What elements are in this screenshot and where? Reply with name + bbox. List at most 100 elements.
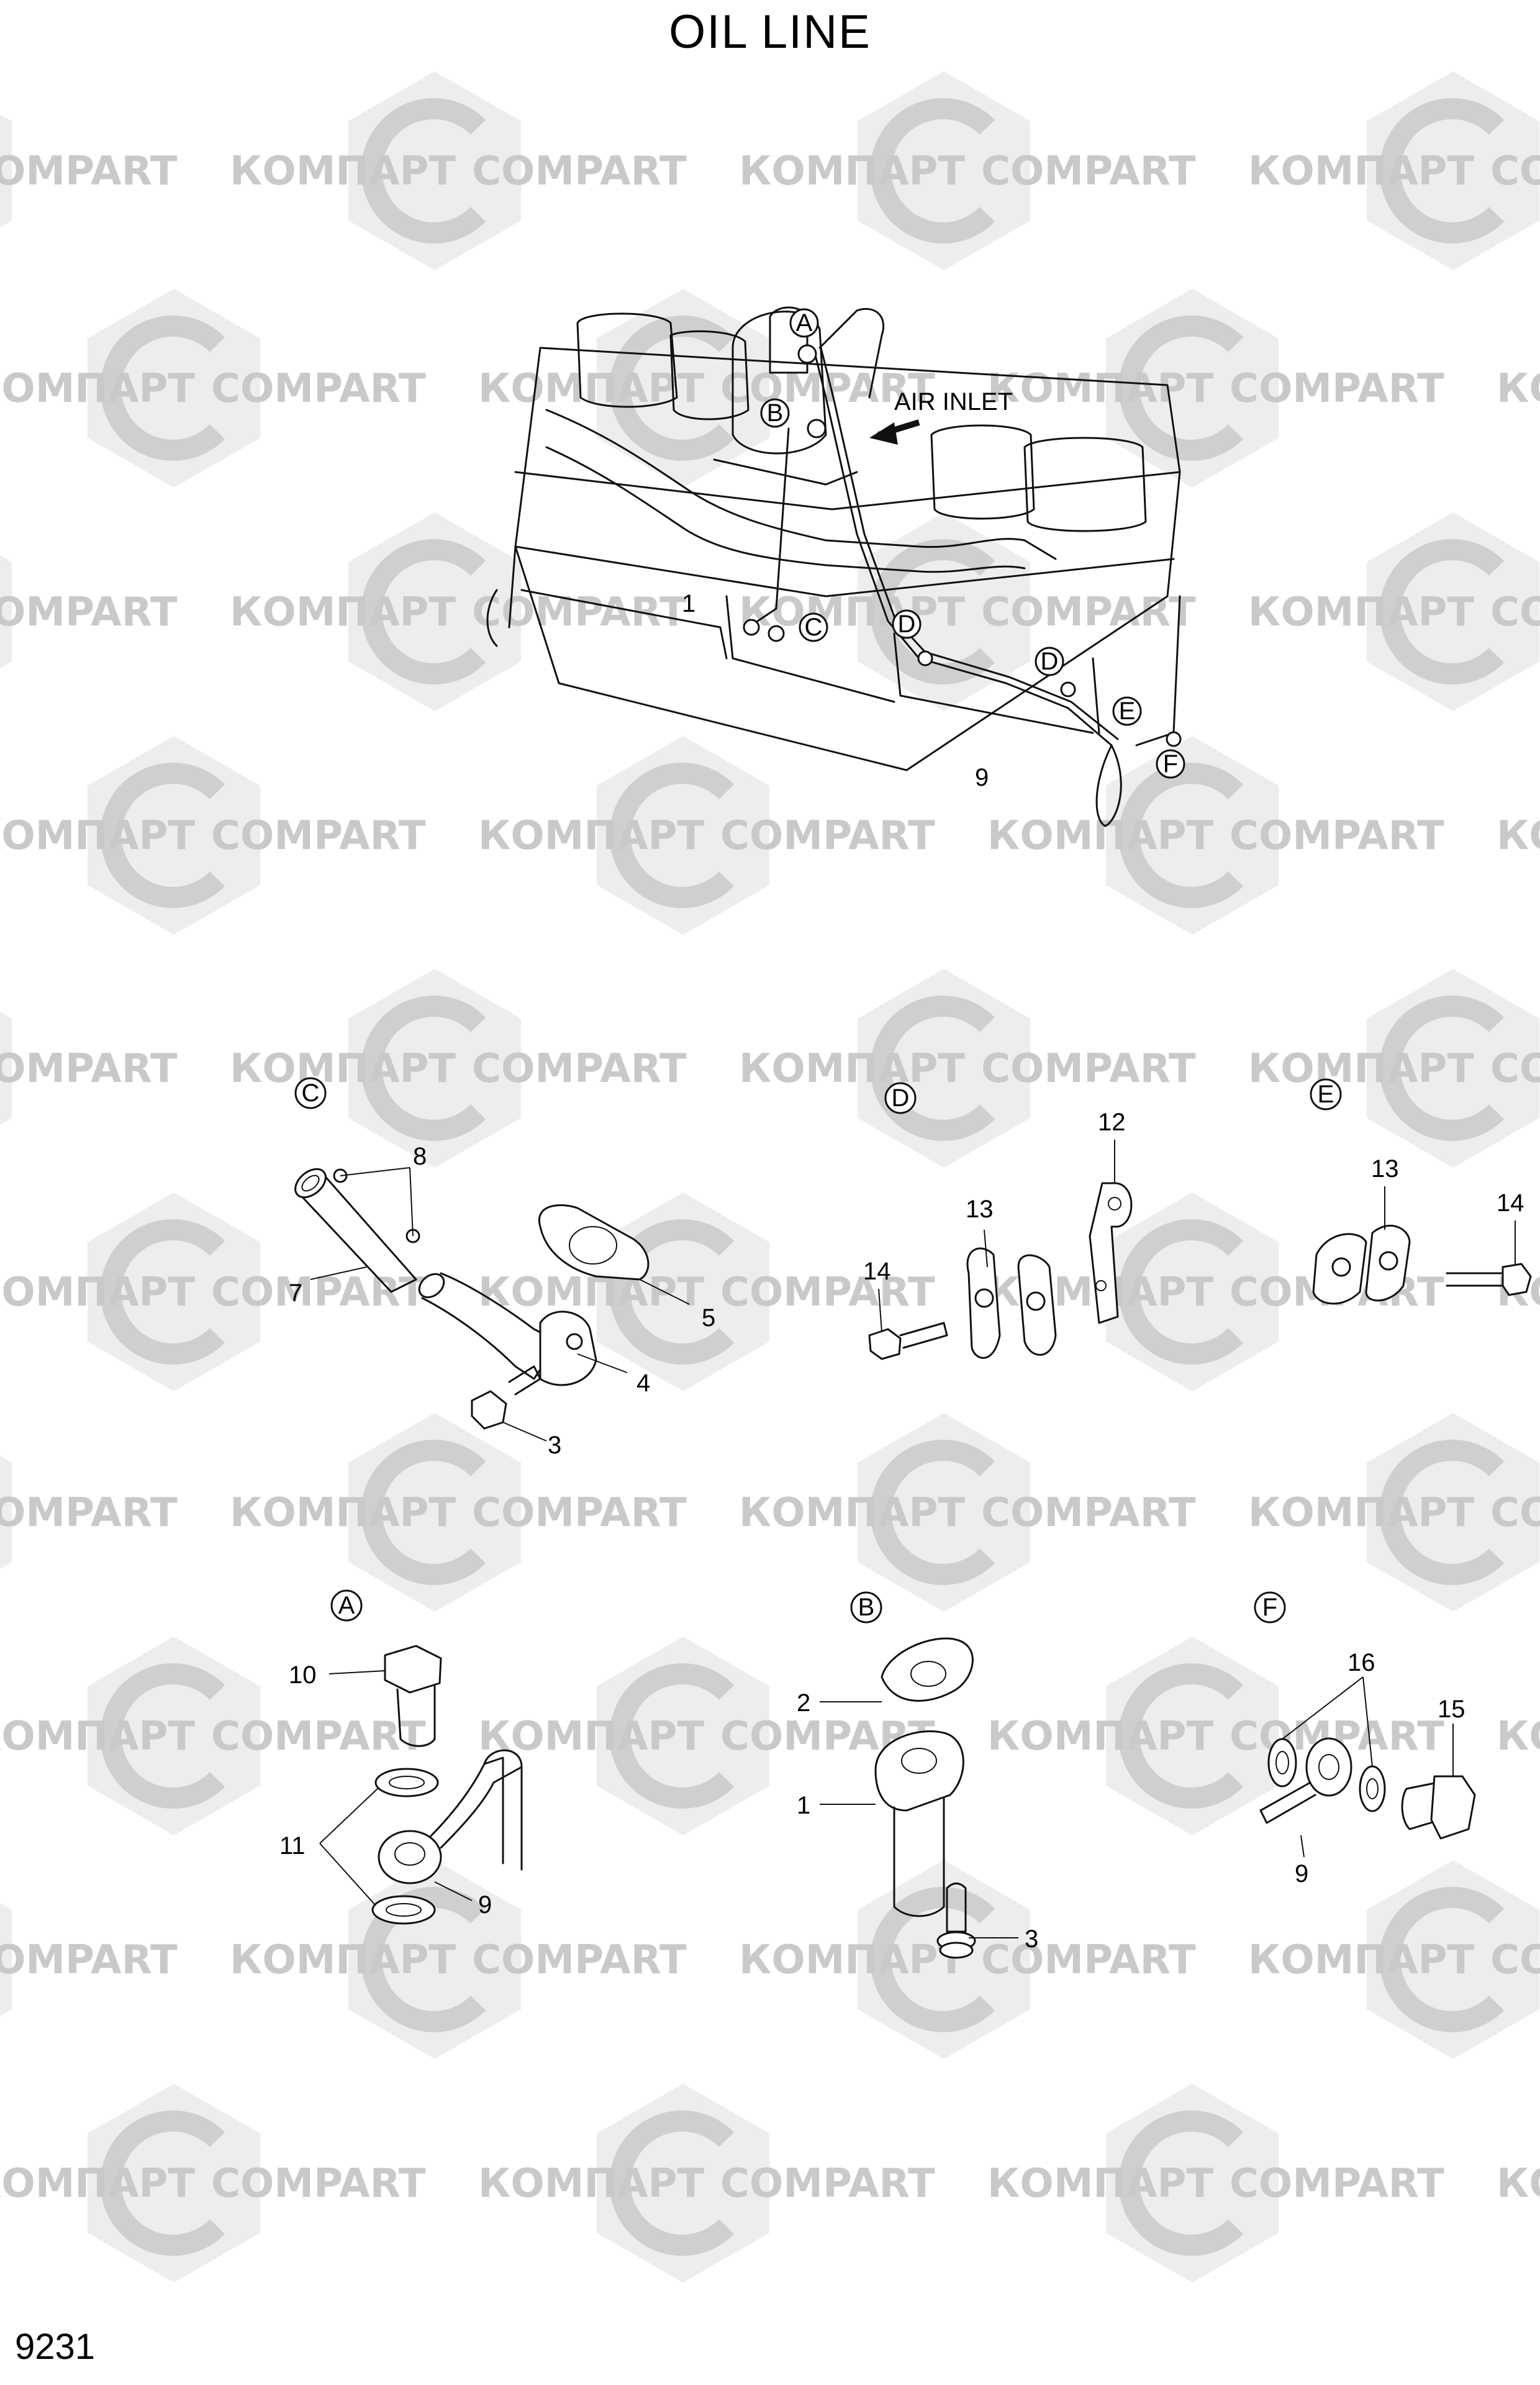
- label-c-8: 8: [413, 1143, 427, 1170]
- watermark-text-cyrillic: КОМПАРТ: [230, 1937, 456, 1983]
- watermark-text-cyrillic: КОМПАРТ: [1248, 1046, 1474, 1092]
- watermark-text-cyrillic: КОМПАРТ: [478, 366, 704, 412]
- label-b-3: 3: [1025, 1925, 1038, 1953]
- watermark-ring: [361, 1440, 486, 1585]
- watermark-text-cyrillic: КОМПАРТ: [739, 1046, 965, 1092]
- watermark-ring: [1379, 1887, 1505, 2032]
- callout-c: C: [805, 614, 823, 641]
- watermark-text-latin: COMPART: [720, 813, 935, 859]
- watermark-text-cyrillic: КОМПАРТ: [1497, 366, 1540, 412]
- watermark-text-latin: COMPART: [1490, 1046, 1540, 1092]
- page-number: 9231: [15, 2327, 96, 2367]
- watermark-text-latin: COMPART: [981, 589, 1196, 635]
- watermark-hexagon: [0, 1902, 12, 2017]
- detail-e: E 13 14: [1310, 1078, 1532, 1305]
- watermark-ring: [1379, 996, 1505, 1141]
- callout-circle-e: [1112, 696, 1142, 726]
- watermark-ring: [609, 316, 735, 461]
- watermark-text-latin: COMPART: [211, 813, 426, 859]
- watermark-text-cyrillic: КОМПАРТ: [230, 1046, 456, 1092]
- watermark-text-latin: COMPART: [0, 1490, 178, 1536]
- main-engine-view: [486, 306, 1182, 827]
- watermark-text-cyrillic: КОМПАРТ: [1497, 813, 1540, 859]
- watermark-text-cyrillic: КОМПАРТ: [739, 148, 965, 194]
- label-c-5: 5: [702, 1304, 715, 1332]
- watermark-text-cyrillic: КОМПАРТ: [230, 589, 456, 635]
- watermark-hexagon: [0, 1455, 12, 1570]
- watermark-ring: [361, 539, 486, 684]
- watermark-text-latin: COMPART: [0, 589, 178, 635]
- watermark-text-latin: COMPART: [472, 1937, 687, 1983]
- watermark-ring: [100, 1219, 225, 1365]
- watermark-text-cyrillic: КОМПАРТ: [230, 148, 456, 194]
- label-a-9: 9: [478, 1891, 492, 1919]
- watermark-text-latin: COMPART: [720, 2161, 935, 2207]
- watermark-text-cyrillic: КОМПАРТ: [230, 1490, 456, 1536]
- watermark-text-latin: COMPART: [981, 1046, 1196, 1092]
- watermark-ring: [361, 98, 486, 243]
- detail-c: C 8 7 5 4 3: [289, 1077, 715, 1459]
- watermark-text-cyrillic: КОМПАРТ: [739, 1490, 965, 1536]
- watermark-text-latin: COMPART: [211, 2161, 426, 2207]
- watermark-text-latin: COMPART: [472, 589, 687, 635]
- label-f-15: 15: [1438, 1696, 1465, 1723]
- callout-circle-a: [789, 308, 819, 338]
- watermark-text-cyrillic: КОМПАРТ: [739, 1937, 965, 1983]
- watermark-ring: [870, 1440, 995, 1585]
- main-callouts: A B C D D E F AIR INLET 1 9: [682, 308, 1185, 791]
- detail-letter-e: E: [1318, 1081, 1334, 1108]
- label-b-1: 1: [797, 1792, 810, 1819]
- watermark-text-latin: COMPART: [1230, 366, 1444, 412]
- label-f-9: 9: [1295, 1860, 1308, 1888]
- label-c-7: 7: [289, 1279, 302, 1307]
- detail-b: B 2 1 3: [797, 1591, 1038, 1959]
- watermark-text-cyrillic: КОМПАРТ: [1248, 1490, 1474, 1536]
- detail-letter-b: B: [858, 1594, 875, 1621]
- watermark-text-cyrillic: КОМПАРТ: [0, 1270, 195, 1315]
- watermark-text-latin: COMPART: [1230, 2161, 1444, 2207]
- label-d-12: 12: [1098, 1109, 1126, 1136]
- label-main-1: 1: [682, 590, 695, 617]
- watermark-text-latin: COMPART: [0, 1937, 178, 1983]
- callout-d-1: D: [898, 611, 916, 638]
- watermark-hexagon: [0, 1011, 12, 1125]
- label-main-9: 9: [975, 764, 989, 791]
- label-a-10: 10: [289, 1661, 317, 1689]
- page-title: OIL LINE: [669, 6, 871, 58]
- watermark-text-cyrillic: КОМПАРТ: [987, 2161, 1213, 2207]
- callout-e: E: [1119, 697, 1136, 725]
- watermark-ring: [870, 539, 995, 684]
- callout-b: B: [767, 399, 784, 427]
- label-f-16: 16: [1348, 1649, 1375, 1676]
- watermark-text-latin: COMPART: [0, 148, 178, 194]
- watermark-ring: [609, 1663, 735, 1809]
- callout-circle-d2: [1035, 647, 1064, 676]
- watermark-text-cyrillic: КОМПАРТ: [0, 1714, 195, 1760]
- callout-circle-f: [1156, 749, 1185, 779]
- watermark-ring: [1118, 1663, 1244, 1809]
- label-a-11: 11: [279, 1832, 306, 1860]
- detail-letter-f: F: [1262, 1594, 1277, 1621]
- watermark-ring: [1379, 98, 1505, 243]
- callout-a: A: [796, 309, 813, 337]
- watermark-hexagon: [0, 114, 12, 228]
- watermark-text-cyrillic: КОМПАРТ: [987, 1714, 1213, 1760]
- watermark-text-latin: COMPART: [0, 1046, 178, 1092]
- detail-d: D 12 13 14: [863, 1082, 1133, 1360]
- watermark-ring: [100, 763, 225, 908]
- watermark-text-latin: COMPART: [472, 1046, 687, 1092]
- watermark-text-latin: COMPART: [981, 1490, 1196, 1536]
- watermark-text-latin: COMPART: [1490, 589, 1540, 635]
- watermark-ring: [1118, 763, 1244, 908]
- watermark-text-latin: COMPART: [472, 148, 687, 194]
- watermark-ring: [100, 2110, 225, 2256]
- label-b-2: 2: [797, 1689, 810, 1717]
- watermark-text-latin: COMPART: [211, 366, 426, 412]
- label-d-13: 13: [966, 1196, 994, 1223]
- callout-circle-c: [799, 612, 828, 642]
- watermark-ring: [1379, 1440, 1505, 1585]
- watermark-text-latin: COMPART: [211, 1270, 426, 1315]
- watermark-text-cyrillic: КОМПАРТ: [1497, 1714, 1540, 1760]
- watermark-ring: [1118, 2110, 1244, 2256]
